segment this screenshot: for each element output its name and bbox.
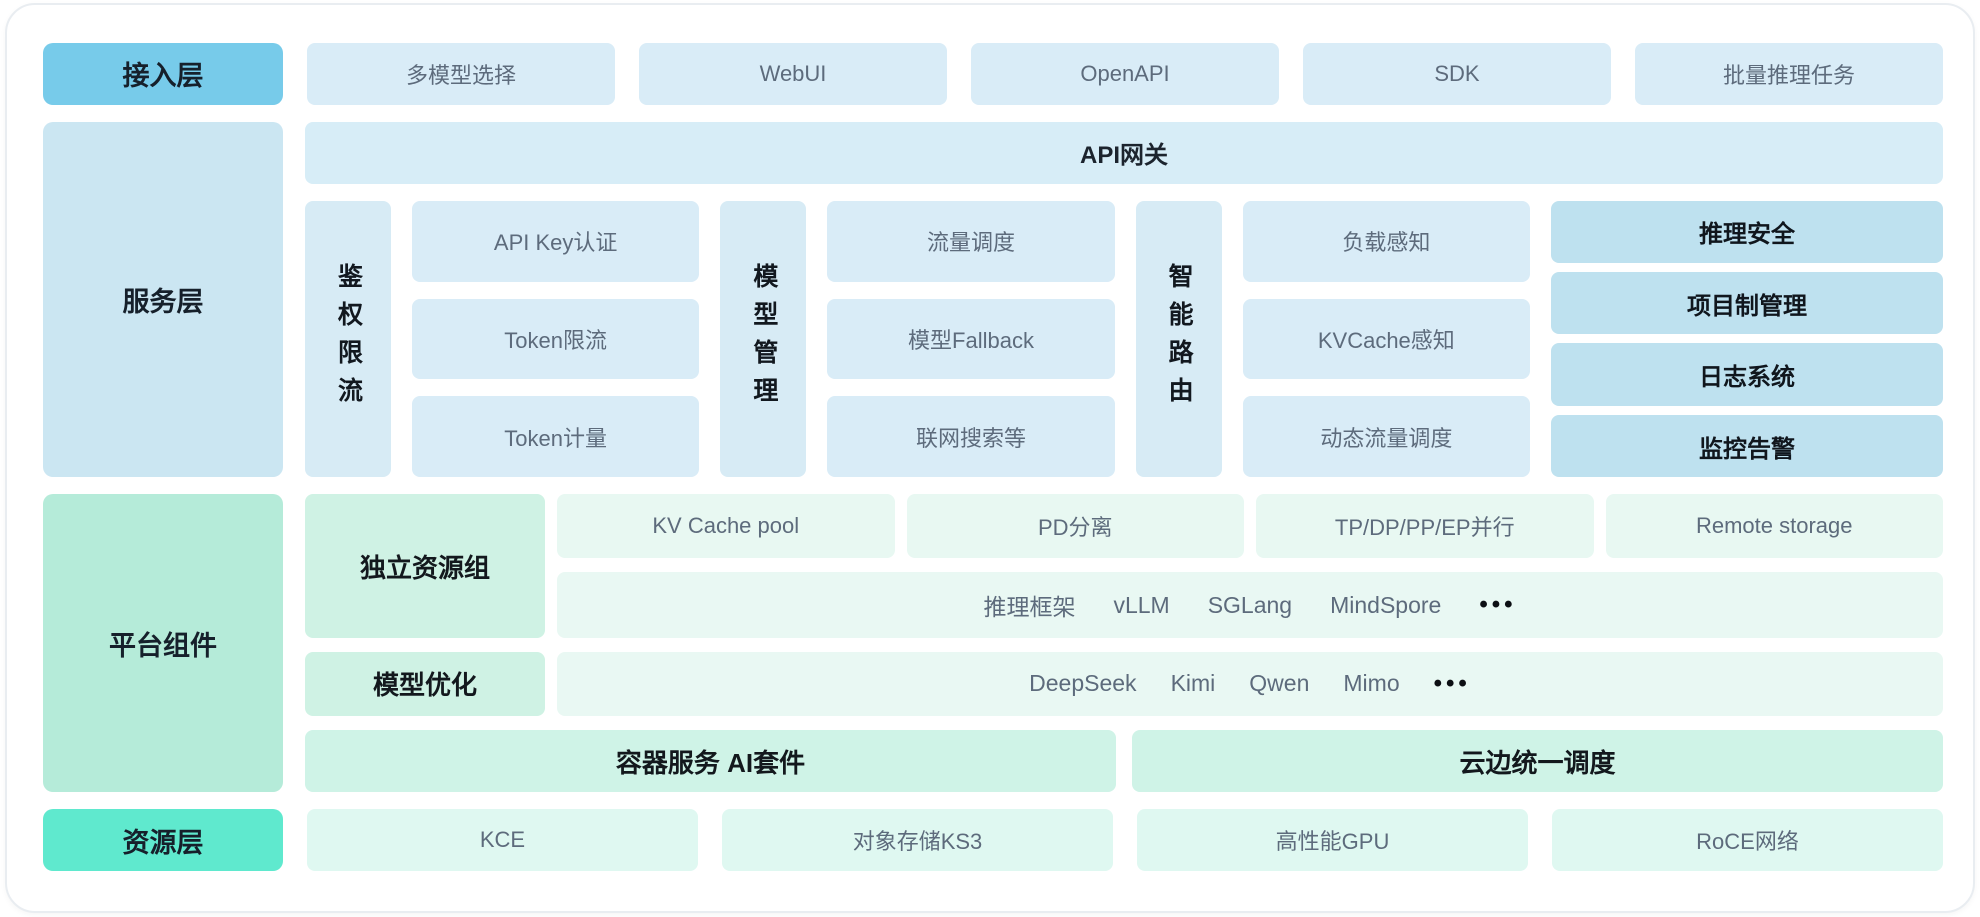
access-layer-badge: 接入层	[43, 43, 283, 105]
platform-layer-row: 平台组件 独立资源组 KV Cache pool PD分离 TP/DP/PP/E…	[43, 494, 1943, 793]
smart-routing-items: 负载感知 KVCache感知 动态流量调度	[1242, 200, 1530, 478]
model-mimo: Mimo	[1343, 670, 1400, 697]
service-item-model-fallback: 模型Fallback	[827, 298, 1115, 380]
service-grid: 鉴权限流 API Key认证 Token限流 Token计量 模型管理 流量调度…	[305, 200, 1943, 478]
service-item-traffic-scheduling: 流量调度	[827, 200, 1115, 282]
resource-item-roce: RoCE网络	[1552, 809, 1943, 871]
resource-item-ks3: 对象存储KS3	[722, 809, 1113, 871]
resource-item-gpu: 高性能GPU	[1137, 809, 1528, 871]
ops-item-inference-security: 推理安全	[1550, 200, 1943, 264]
resource-group-items: KV Cache pool PD分离 TP/DP/PP/EP并行 Remote …	[557, 494, 1943, 559]
platform-bottom-block: 容器服务 AI套件 云边统一调度	[305, 729, 1943, 793]
ellipsis-icon: •••	[1479, 591, 1517, 619]
ops-item-project-management: 项目制管理	[1550, 272, 1943, 335]
platform-item-remote-storage: Remote storage	[1605, 494, 1943, 559]
architecture-diagram: 接入层 多模型选择 WebUI OpenAPI SDK 批量推理任务 服务层 A…	[5, 3, 1975, 913]
model-optimization-block: 模型优化 DeepSeek Kimi Qwen Mimo •••	[305, 651, 1943, 716]
platform-content: 独立资源组 KV Cache pool PD分离 TP/DP/PP/EP并行 R…	[305, 494, 1943, 793]
ops-item-log-system: 日志系统	[1550, 343, 1943, 406]
platform-item-parallelism: TP/DP/PP/EP并行	[1256, 494, 1594, 559]
model-kimi: Kimi	[1170, 670, 1216, 697]
ops-column: 推理安全 项目制管理 日志系统 监控告警	[1550, 200, 1943, 478]
platform-item-kv-cache-pool: KV Cache pool	[557, 494, 895, 559]
resource-item-kce: KCE	[307, 809, 698, 871]
smart-routing-label: 智能路由	[1165, 262, 1194, 415]
model-deepseek: DeepSeek	[1029, 670, 1137, 697]
resource-group-right: KV Cache pool PD分离 TP/DP/PP/EP并行 Remote …	[557, 494, 1943, 638]
independent-resource-group-label: 独立资源组	[305, 494, 545, 638]
model-management-label: 模型管理	[749, 262, 778, 415]
service-item-dynamic-traffic: 动态流量调度	[1242, 396, 1530, 478]
access-item-multi-model: 多模型选择	[307, 43, 615, 105]
access-item-webui: WebUI	[639, 43, 947, 105]
smart-routing-column: 智能路由	[1135, 200, 1222, 478]
service-item-token-ratelimit: Token限流	[412, 298, 700, 380]
framework-vllm: vLLM	[1113, 591, 1170, 618]
service-layer-label: 服务层	[43, 121, 283, 478]
auth-ratelimit-items: API Key认证 Token限流 Token计量	[412, 200, 700, 478]
platform-item-pd-separation: PD分离	[906, 494, 1244, 559]
api-gateway-bar: API网关	[305, 121, 1943, 184]
service-item-token-metering: Token计量	[412, 396, 700, 478]
access-item-batch-inference: 批量推理任务	[1635, 43, 1943, 105]
platform-layer-label: 平台组件	[43, 494, 283, 793]
model-management-items: 流量调度 模型Fallback 联网搜索等	[827, 200, 1115, 478]
resource-layer-badge: 资源层	[43, 809, 283, 871]
resource-group-block: 独立资源组 KV Cache pool PD分离 TP/DP/PP/EP并行 R…	[305, 494, 1943, 638]
framework-sglang: SGLang	[1207, 591, 1293, 618]
frameworks-label: 推理框架	[983, 594, 1076, 621]
model-optimization-label: 模型优化	[305, 651, 545, 716]
access-layer-row: 接入层 多模型选择 WebUI OpenAPI SDK 批量推理任务	[43, 43, 1943, 105]
service-layer-content: API网关 鉴权限流 API Key认证 Token限流 Token计量 模型管…	[305, 121, 1943, 478]
auth-ratelimit-column: 鉴权限流	[305, 200, 391, 478]
access-item-sdk: SDK	[1303, 43, 1611, 105]
framework-mindspore: MindSpore	[1330, 591, 1442, 618]
service-item-apikey-auth: API Key认证	[412, 200, 700, 282]
service-item-web-search: 联网搜索等	[827, 396, 1115, 478]
service-item-load-aware: 负载感知	[1242, 200, 1530, 282]
access-item-openapi: OpenAPI	[971, 43, 1279, 105]
service-layer-row: 服务层 API网关 鉴权限流 API Key认证 Token限流 Token计量…	[43, 121, 1943, 478]
auth-ratelimit-label: 鉴权限流	[334, 262, 363, 415]
ellipsis-icon: •••	[1433, 669, 1471, 697]
service-item-kvcache-aware: KVCache感知	[1242, 298, 1530, 380]
resource-layer-row: 资源层 KCE 对象存储KS3 高性能GPU RoCE网络	[43, 809, 1943, 871]
cloud-edge-scheduling-bar: 云边统一调度	[1132, 729, 1943, 793]
model-qwen: Qwen	[1249, 670, 1310, 697]
models-bar: DeepSeek Kimi Qwen Mimo •••	[557, 651, 1943, 716]
container-ai-suite-bar: 容器服务 AI套件	[305, 729, 1116, 793]
inference-frameworks-bar: 推理框架 vLLM SGLang MindSpore •••	[557, 572, 1943, 638]
ops-item-monitor-alert: 监控告警	[1550, 414, 1943, 478]
model-management-column: 模型管理	[720, 200, 807, 478]
